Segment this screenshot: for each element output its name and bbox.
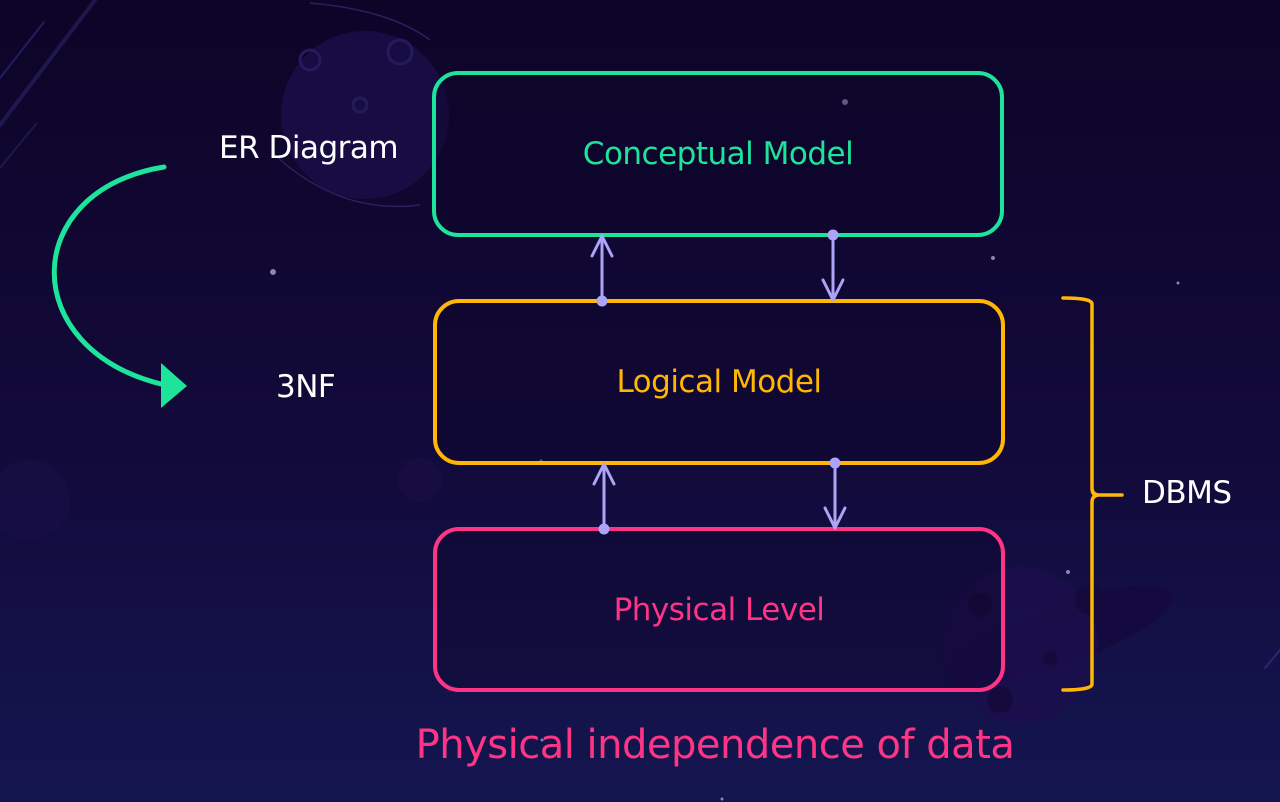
physical-level-label: Physical Level (613, 591, 825, 628)
shooting-star-streaks (0, 0, 1280, 669)
conceptual-model-label: Conceptual Model (582, 136, 854, 172)
dbms-label: DBMS (1142, 475, 1232, 511)
conceptual-model-box: Conceptual Model (432, 71, 1004, 237)
stars (270, 99, 1180, 801)
physical-level-box: Physical Level (433, 527, 1005, 692)
planet-left-small (0, 458, 442, 540)
3nf-label: 3NF (276, 369, 336, 405)
logical-model-label: Logical Model (616, 364, 822, 400)
planet-top-left (274, 2, 449, 208)
logical-model-box: Logical Model (433, 299, 1005, 465)
caption: Physical independence of data (415, 722, 1015, 768)
er-diagram-label: ER Diagram (219, 130, 399, 166)
